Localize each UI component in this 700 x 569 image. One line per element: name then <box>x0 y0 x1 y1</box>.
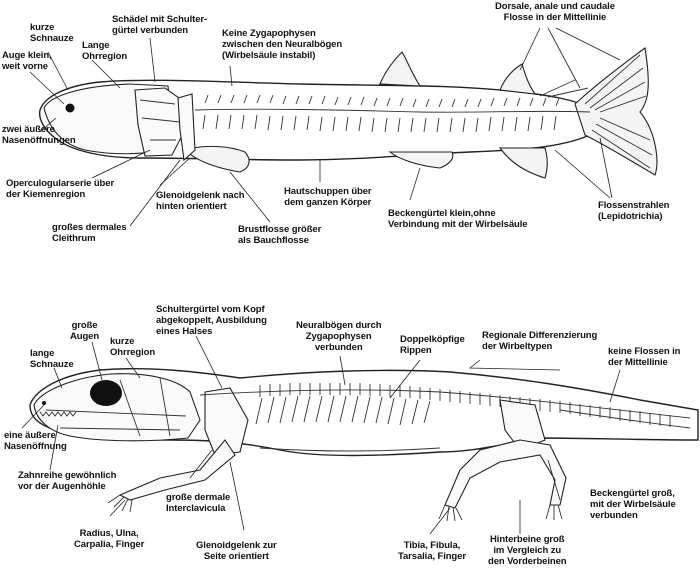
label-beckenguertel-klein: Beckengürtel klein,ohne Verbindung mit d… <box>388 208 528 230</box>
label-kurze-ohrregion: kurze Ohrregion <box>110 336 156 358</box>
label-radius-ulna: Radius, Ulna, Carpalia, Finger <box>74 528 145 550</box>
label-schaedel: Schädel mit Schulter- gürtel verbunden <box>112 14 208 36</box>
tetrapod-leader-lines <box>21 335 621 535</box>
label-zahnreihe: Zahnreihe gewöhnlich vor der Augenhöhle <box>18 470 117 492</box>
label-dorsale-flosse: Dorsale, anale und caudale Flosse in der… <box>495 1 615 23</box>
tetrapod-shoulder-girdle <box>204 387 249 456</box>
label-neuralboegen: Neuralbögen durch Zygapophysen verbunden <box>296 320 382 353</box>
label-operculogularserie: Operculogularserie über der Kiemenregion <box>6 178 115 200</box>
fish-eye <box>65 103 75 113</box>
label-beckenguertel-gross: Beckengürtel groß, mit der Wirbelsäule v… <box>590 488 676 521</box>
fish-cleithrum <box>177 93 196 162</box>
label-keine-zygapophysen: Keine Zygapophysen zwischen den Neuralbö… <box>222 28 343 61</box>
tetrapod-ribs <box>255 395 431 426</box>
label-regionale-differenzierung: Regionale Differenzierung der Wirbeltype… <box>482 330 598 352</box>
label-grosse-augen: große Augen <box>70 320 100 342</box>
label-cleithrum: großes dermales Cleithrum <box>52 222 127 244</box>
tetrapod-teeth <box>39 411 77 417</box>
label-interclavicula: große dermale Interclavicula <box>166 492 231 514</box>
fish-leader-lines <box>29 27 621 227</box>
tetrapod-front-foot <box>107 494 133 513</box>
fish-spine <box>194 108 591 113</box>
label-tibia-fibula: Tibia, Fibula, Tarsalia, Finger <box>398 540 466 562</box>
fish-pectoral-fin <box>183 145 250 173</box>
fish-second-dorsal-fin <box>499 63 537 95</box>
label-glenoidgelenk-seite: Glenoidgelenk zur Seite orientiert <box>196 540 277 562</box>
label-lange-ohrregion: Lange Ohrregion <box>82 40 128 62</box>
label-kurze-schnauze: kurze Schnauze <box>30 22 74 44</box>
tetrapod-vertebrae <box>259 383 671 427</box>
label-doppelkoepfige-rippen: Doppelköpfige Rippen <box>400 334 465 356</box>
fish-dorsal-fin <box>379 51 422 87</box>
tetrapod-nostril <box>42 401 46 405</box>
fish-drawing <box>29 27 658 227</box>
tetrapod-drawing <box>21 335 699 535</box>
label-brustflosse: Brustflosse größer als Bauchflosse <box>238 224 322 246</box>
label-eine-nasenoeffnung: eine äußere Nasenöffnung <box>4 430 67 452</box>
label-keine-flossen: keine Flossen in der Mittellinie <box>608 346 681 368</box>
fish-ribs <box>202 114 557 133</box>
tetrapod-eye <box>90 380 122 406</box>
fish-tail-rays <box>539 54 653 169</box>
tetrapod-hind-leg <box>444 439 567 509</box>
label-hinterbeine: Hinterbeine groß im Vergleich zu den Vor… <box>488 534 567 567</box>
label-lange-schnauze: lange Schnauze <box>30 348 74 370</box>
fish-pelvic-fin <box>388 151 454 169</box>
label-glenoidgelenk-hinten: Glenoidgelenk nach hinten orientiert <box>156 190 245 212</box>
tetrapod-hind-foot <box>438 504 563 522</box>
fish-operculum <box>134 87 186 157</box>
fish-tail-fin <box>574 47 658 176</box>
fish-neural-arches <box>204 94 560 108</box>
label-hautschuppen: Hautschuppen über dem ganzen Körper <box>284 186 372 208</box>
label-schulterguertel: Schultergürtel vom Kopf abgekoppelt, Aus… <box>156 304 267 337</box>
label-zwei-nasenoeffnungen: zwei äußere Nasenöffnungen <box>2 124 76 146</box>
label-auge-klein: Auge klein, weit vorne <box>2 50 52 72</box>
fish-anal-fin <box>498 147 548 179</box>
tetrapod-skull <box>33 373 201 442</box>
tetrapod-front-leg <box>118 439 236 501</box>
label-flossenstrahlen: Flossenstrahlen (Lepidotrichia) <box>598 200 670 222</box>
